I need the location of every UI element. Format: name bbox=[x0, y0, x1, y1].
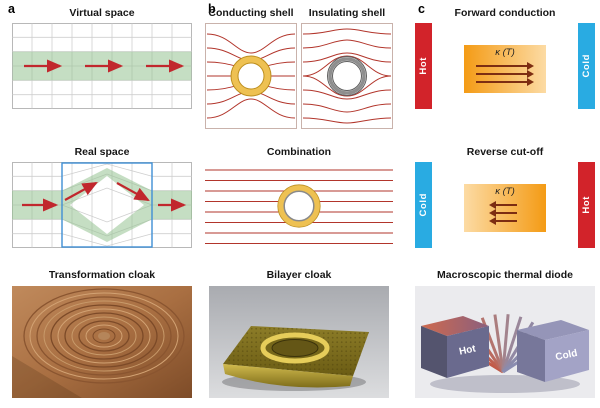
virtual-space-schematic bbox=[12, 23, 192, 109]
bilayer-cloak-title: Bilayer cloak bbox=[266, 269, 332, 281]
heat-flow-arrows bbox=[22, 181, 187, 212]
transform-region-outline bbox=[61, 162, 153, 248]
cold-bar-label: Cold bbox=[581, 54, 592, 78]
conducting-shell-schematic bbox=[205, 23, 297, 129]
diode-cold-label: Cold bbox=[554, 348, 578, 363]
reverse-cutoff-title: Reverse cut-off bbox=[466, 146, 544, 158]
diode-hot-label: Hot bbox=[458, 343, 477, 357]
forward-conduction-title: Forward conduction bbox=[454, 7, 556, 19]
combination-schematic bbox=[205, 169, 393, 244]
insulating-shell-schematic bbox=[301, 23, 393, 129]
cold-block bbox=[517, 320, 589, 382]
forward-conduction-panel: Hot Cold κ (T) bbox=[415, 23, 595, 109]
hot-bar: Hot bbox=[415, 23, 432, 109]
cold-bar-label: Cold bbox=[418, 193, 429, 217]
heat-flow-arrow-right bbox=[476, 62, 534, 70]
plate-front-lip bbox=[223, 364, 353, 388]
bilayer-ring bbox=[277, 184, 321, 228]
thermal-diode-title: Macroscopic thermal diode bbox=[437, 269, 573, 281]
gold-ring bbox=[260, 332, 330, 364]
conducting-shell-title: Conducting shell bbox=[208, 7, 294, 19]
real-space-title: Real space bbox=[74, 146, 130, 158]
reverse-cutoff-panel: Cold Hot κ (T) bbox=[415, 162, 595, 248]
insulating-ring bbox=[327, 56, 367, 96]
hot-block bbox=[421, 316, 489, 378]
heat-flow-arrow-right bbox=[476, 78, 534, 86]
heat-flow-arrow-left bbox=[489, 209, 517, 217]
combination-title: Combination bbox=[266, 146, 332, 158]
transformation-cloak-photo bbox=[12, 286, 192, 398]
hot-bar: Hot bbox=[578, 162, 595, 248]
hot-bar-label: Hot bbox=[581, 196, 592, 214]
conductor-box: κ (T) bbox=[464, 45, 546, 93]
photo-shadow bbox=[12, 356, 82, 398]
bilayer-cloak-photo bbox=[209, 286, 389, 398]
kappa-label: κ (T) bbox=[495, 47, 515, 58]
heat-flow-arrow-right bbox=[476, 70, 534, 78]
virtual-space-title: Virtual space bbox=[69, 7, 135, 19]
thermal-diode-photo: Hot Cold bbox=[415, 286, 595, 398]
column-c-label: c bbox=[418, 2, 425, 16]
kappa-label: κ (T) bbox=[495, 186, 515, 197]
transformation-cloak-title: Transformation cloak bbox=[48, 269, 156, 281]
insulating-shell-title: Insulating shell bbox=[308, 7, 386, 19]
cold-bar: Cold bbox=[415, 162, 432, 248]
heat-flow-arrow-left bbox=[489, 217, 517, 225]
conductor-box: κ (T) bbox=[464, 184, 546, 232]
conducting-ring bbox=[230, 55, 272, 97]
hot-bar-label: Hot bbox=[418, 57, 429, 75]
column-b-label: b bbox=[208, 2, 216, 16]
cold-bar: Cold bbox=[578, 23, 595, 109]
concentric-rings bbox=[23, 288, 185, 384]
real-space-schematic bbox=[12, 162, 192, 248]
ring-center bbox=[98, 332, 110, 340]
column-a-label: a bbox=[8, 2, 15, 16]
heat-flow-arrow-left bbox=[489, 201, 517, 209]
